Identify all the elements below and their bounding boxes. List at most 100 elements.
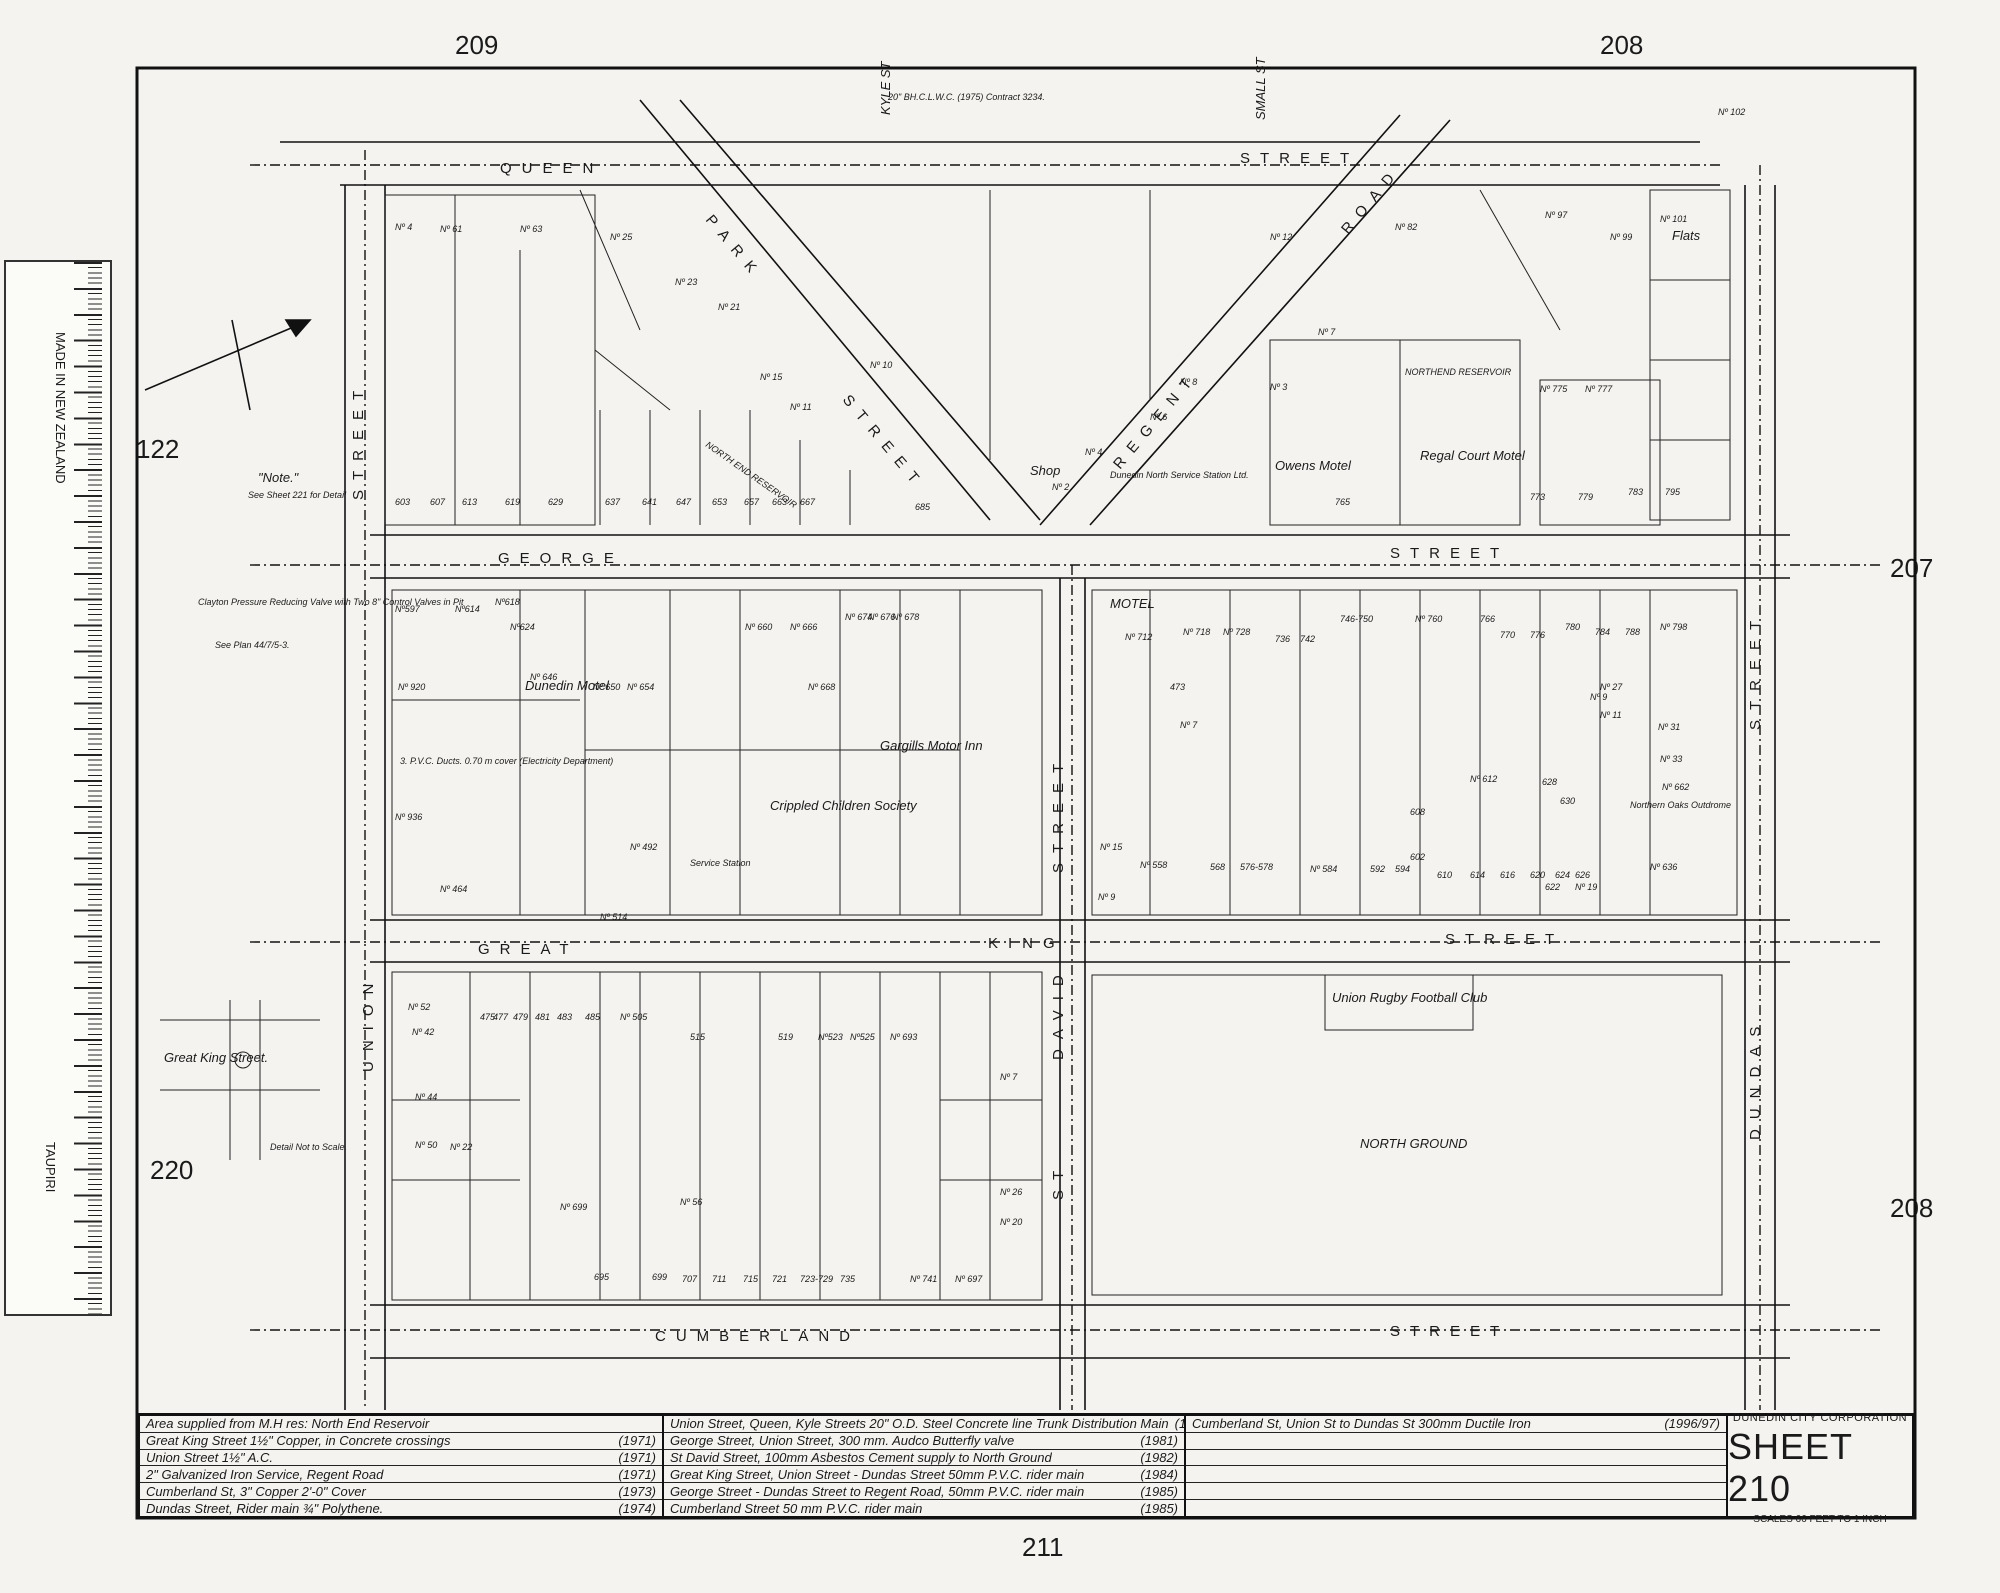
note-contract: 20" BH.C.L.W.C. (1975) Contract 3234. [887, 92, 1045, 102]
legend-row [1186, 1450, 1726, 1467]
lot-number: Nº 584 [1310, 864, 1337, 874]
lot-number: 603 [395, 497, 410, 507]
lot-number: Nº 558 [1140, 860, 1167, 870]
lot-number: 626 [1575, 870, 1590, 880]
lot-number: 483 [557, 1012, 572, 1022]
lot-number: 616 [1500, 870, 1515, 880]
place-dunedin-motel: Dunedin Motel [525, 678, 610, 693]
legend-text: Cumberland Street 50 mm P.V.C. rider mai… [670, 1500, 923, 1516]
lot-number: Nº 2 [1052, 482, 1069, 492]
lot-number: 742 [1300, 634, 1315, 644]
lot-number: 653 [712, 497, 727, 507]
lot-number: Nº523 [818, 1032, 843, 1042]
lot-number: Nº 102 [1718, 107, 1745, 117]
legend-year: (1973) [618, 1483, 656, 1499]
lot-number: Nº 514 [600, 912, 627, 922]
lot-number: 637 [605, 497, 621, 507]
place-northend-reservoir: NORTHEND RESERVOIR [1405, 367, 1512, 377]
lot-number: Nº 9 [1098, 892, 1115, 902]
lot-number: Nº 27 [1600, 682, 1623, 692]
lot-number: 614 [1470, 870, 1485, 880]
lot-number: Nº 668 [808, 682, 835, 692]
lot-number: 592 [1370, 864, 1385, 874]
lot-number: Nº 777 [1585, 384, 1613, 394]
place-regal-court: Regal Court Motel [1420, 448, 1526, 463]
lot-number: Nº 21 [718, 302, 740, 312]
lot-number: Nº525 [850, 1032, 876, 1042]
lot-number: Nº 11 [790, 402, 812, 412]
street-label-park: PARK [702, 212, 766, 284]
lot-number: Nº 99 [1610, 232, 1632, 242]
lot-number: 663 [772, 497, 787, 507]
lot-number: Nº 936 [395, 812, 422, 822]
lot-number: Nº 775 [1540, 384, 1568, 394]
sheet-title: SHEET 210 [1728, 1425, 1853, 1509]
lot-number: Nº 44 [415, 1092, 437, 1102]
lot-number: Nº 7 [1180, 720, 1198, 730]
lot-number: 608 [1410, 807, 1425, 817]
lot-number: 657 [744, 497, 760, 507]
place-shop: Shop [1030, 463, 1060, 478]
lot-number: 594 [1395, 864, 1410, 874]
street-label-union: UNION [360, 974, 377, 1072]
adjoining-sheet-right-top: 207 [1890, 553, 1934, 583]
lot-number: 766 [1480, 614, 1495, 624]
note-clayton-valve: Clayton Pressure Reducing Valve with Two… [198, 597, 464, 607]
legend-text: Cumberland St, 3" Copper 2'-0" Cover [146, 1483, 366, 1499]
lot-number: 715 [743, 1274, 759, 1284]
legend-column-3: Cumberland St, Union St to Dundas St 300… [1186, 1416, 1728, 1516]
street-label-dundas-street: STREET [1747, 611, 1764, 730]
lot-number: Nº 693 [890, 1032, 917, 1042]
lot-number: Nº 4 [395, 222, 412, 232]
lot-number: 776 [1530, 630, 1545, 640]
lot-number: Nº 697 [955, 1274, 983, 1284]
legend-year: (1985) [1140, 1500, 1178, 1516]
lot-number: 515 [690, 1032, 706, 1042]
legend-year: (1971) [618, 1450, 656, 1466]
legend-column-1: Area supplied from M.H res: North End Re… [140, 1416, 664, 1516]
legend-text: Union Street 1½" A.C. [146, 1450, 273, 1466]
street-label-cumberland-street: STREET [1390, 1323, 1509, 1340]
lot-number: 788 [1625, 627, 1640, 637]
lot-number: 795 [1665, 487, 1681, 497]
lot-number: Nº 728 [1223, 627, 1250, 637]
legend-row: Dundas Street, Rider main ¾" Polythene.(… [140, 1500, 662, 1516]
legend-row: Cumberland St, 3" Copper 2'-0" Cover (197… [140, 1483, 662, 1501]
lot-number: Nº 654 [627, 682, 654, 692]
legend-year: (1975) [1174, 1416, 1184, 1432]
place-gargills: Gargills Motor Inn [880, 738, 983, 753]
lot-number: Nº 15 [1100, 842, 1123, 852]
legend-year: (1996/97) [1664, 1416, 1720, 1432]
lot-number: 607 [430, 497, 446, 507]
lot-number: Nº 42 [412, 1027, 434, 1037]
legend-text: George Street - Dundas Street to Regent … [670, 1483, 1085, 1499]
street-label-george: GEORGE [498, 550, 624, 567]
note-see-sheet: See Sheet 221 for Detail [248, 490, 347, 500]
sheet-organisation: DUNEDIN CITY CORPORATION [1732, 1411, 1908, 1424]
lot-number: Nº 3 [1270, 382, 1287, 392]
title-block: Area supplied from M.H res: North End Re… [137, 1412, 1915, 1525]
lot-number: Nº 97 [1545, 210, 1568, 220]
lot-number: 746-750 [1340, 614, 1373, 624]
street-label-st-david: STREET [1050, 754, 1067, 873]
street-edges [280, 99, 1790, 1410]
note-label: "Note." [258, 470, 300, 485]
lot-number: 602 [1410, 852, 1425, 862]
legend-row: George Street, Union Street, 300 mm. Aud… [664, 1433, 1184, 1450]
legend-row: George Street - Dundas Street to Regent … [664, 1483, 1184, 1501]
lot-number: 473 [1170, 682, 1185, 692]
lot-number: 699 [652, 1272, 667, 1282]
legend-text: Cumberland St, Union St to Dundas St 300… [1192, 1416, 1531, 1432]
lot-number: Nº 646 [530, 672, 557, 682]
legend-row: Cumberland Street 50 mm P.V.C. rider mai… [664, 1500, 1184, 1516]
lot-number: 783 [1628, 487, 1643, 497]
lot-number: Nº 23 [675, 277, 697, 287]
sheet-id-panel: DUNEDIN CITY CORPORATION SHEET 210 SCALE… [1728, 1412, 1912, 1525]
street-label-cumberland: CUMBERLAND [655, 1328, 860, 1345]
lot-number: Nº 6 [1150, 412, 1167, 422]
legend-text: Great King Street, Union Street - Dundas… [670, 1466, 1085, 1482]
street-label-queen-street: STREET [1240, 150, 1359, 167]
lot-number: 685 [915, 502, 931, 512]
place-motel: MOTEL [1110, 596, 1155, 611]
lot-number: Nº 8 [1180, 377, 1197, 387]
